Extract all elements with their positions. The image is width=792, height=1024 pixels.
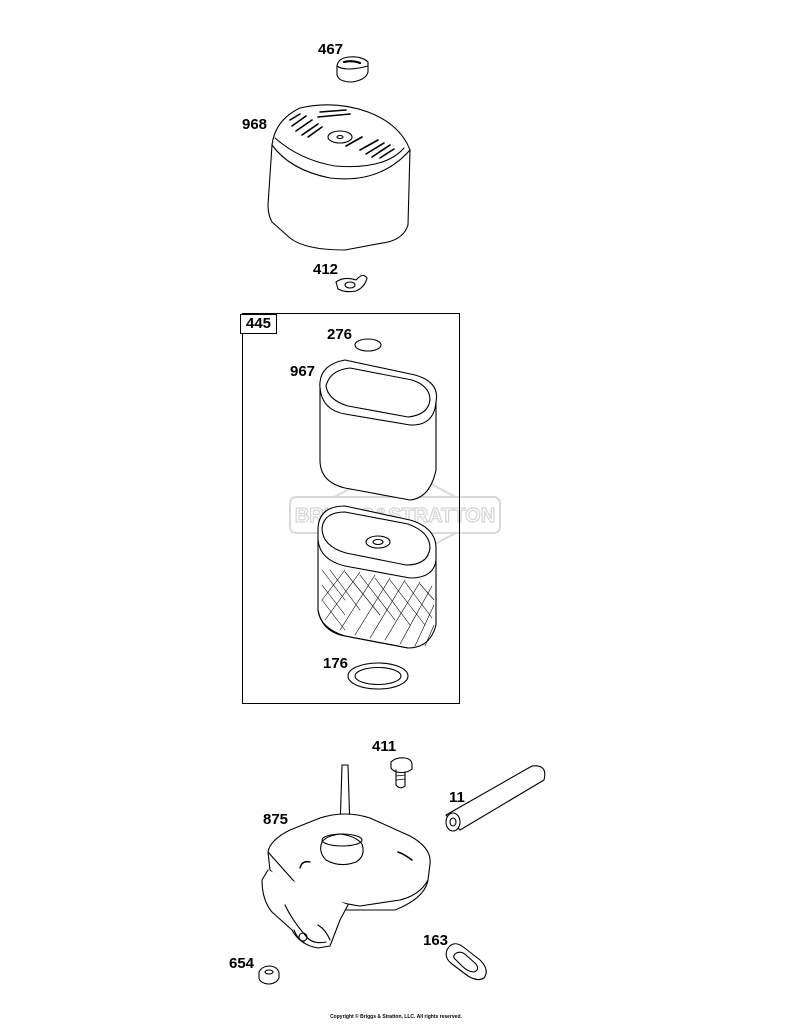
part-label-276: 276 xyxy=(327,326,353,343)
knob-467-drawing xyxy=(336,56,369,83)
part-label-968: 968 xyxy=(242,116,268,133)
part-label-412: 412 xyxy=(313,261,339,278)
filter-cartridge-drawing xyxy=(317,505,437,649)
part-label-176: 176 xyxy=(323,655,349,672)
part-label-875: 875 xyxy=(263,811,289,828)
bolt-411-drawing xyxy=(390,757,413,789)
part-label-467: 467 xyxy=(318,41,344,58)
kit-445-box xyxy=(242,313,460,704)
base-875-drawing xyxy=(261,764,431,949)
washer-276-drawing xyxy=(354,338,382,352)
part-label-411: 411 xyxy=(372,738,397,755)
kit-445-label: 445 xyxy=(240,314,277,334)
nut-654-drawing xyxy=(258,965,280,985)
part-label-11: 11 xyxy=(449,789,465,806)
gasket-176-drawing xyxy=(347,662,409,690)
tube-11-drawing xyxy=(445,765,546,832)
part-label-654: 654 xyxy=(229,955,255,972)
gasket-163-drawing xyxy=(445,943,487,981)
wing-nut-412-drawing xyxy=(335,274,368,293)
copyright-footer: Copyright © Briggs & Stratton, LLC. All … xyxy=(330,1014,462,1020)
part-label-967: 967 xyxy=(290,363,316,380)
part-label-163: 163 xyxy=(423,932,449,949)
pre-cleaner-967-drawing xyxy=(319,359,438,501)
air-cleaner-cover-968-drawing xyxy=(267,104,411,251)
